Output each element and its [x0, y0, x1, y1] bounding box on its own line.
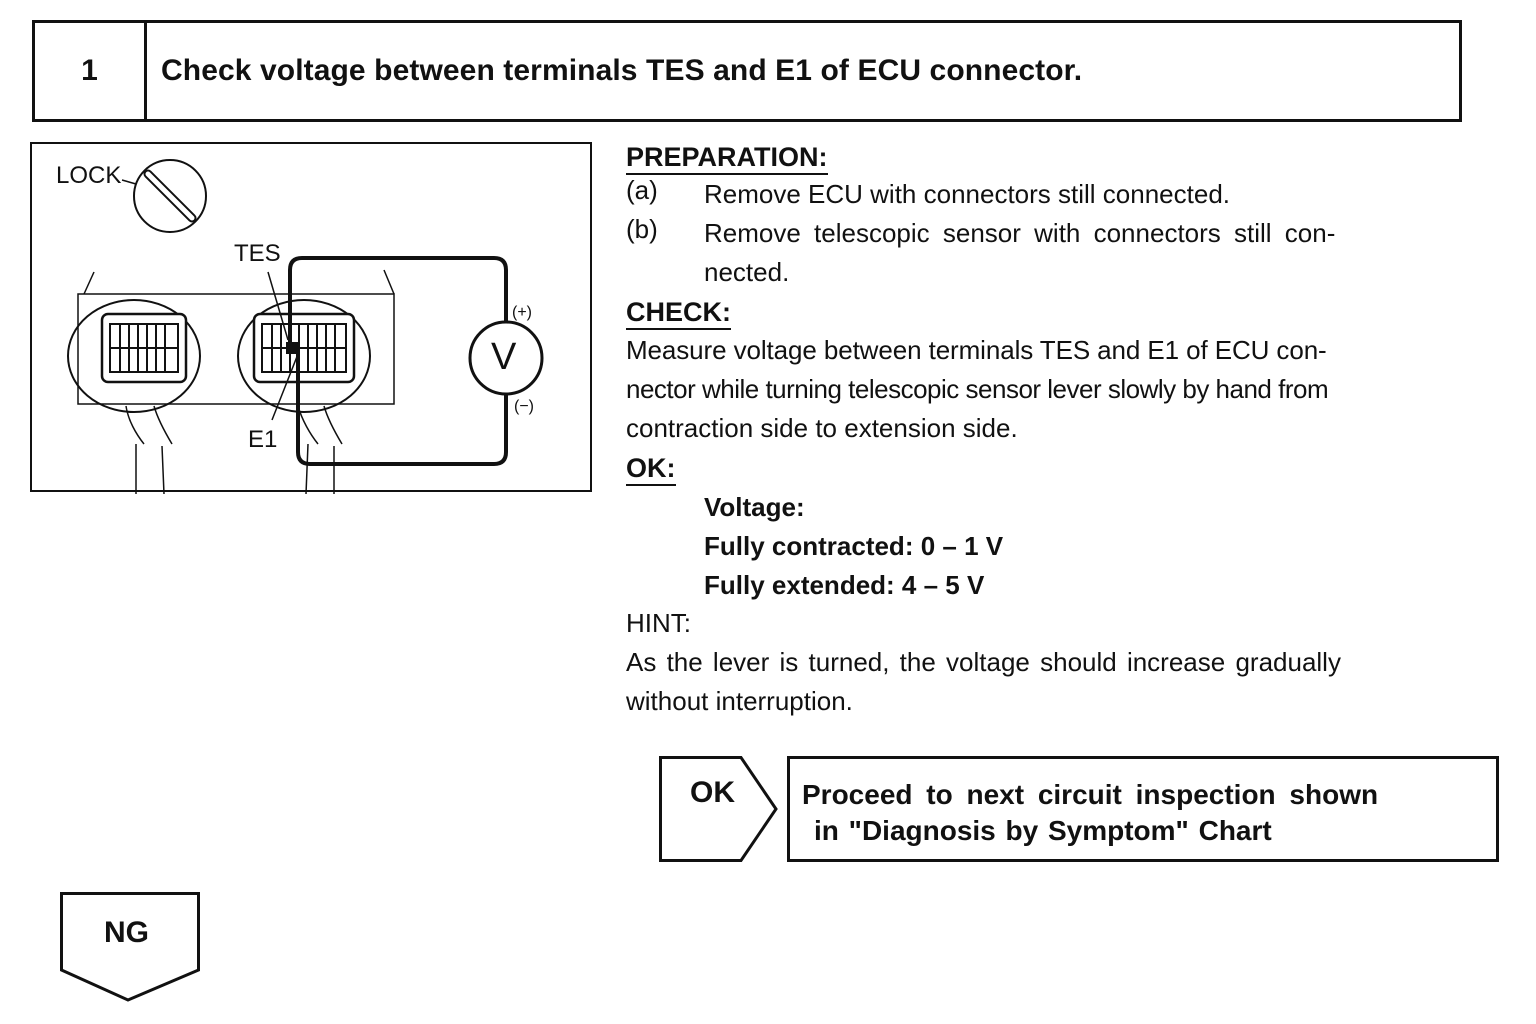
- check-line-2: nector while turning telescopic sensor l…: [626, 374, 1329, 404]
- ok-result-box: Proceed to next circuit inspection shown…: [787, 756, 1499, 862]
- hint-line-1: As the lever is turned, the voltage shou…: [626, 647, 1341, 677]
- voltage-spec-contracted: Fully contracted: 0 – 1 V: [704, 531, 1004, 561]
- hint-line-2: without interruption.: [626, 686, 853, 716]
- left-connector: [67, 299, 201, 494]
- ecu-housing: [77, 269, 395, 405]
- prep-item-a-text: Remove ECU with connectors still connect…: [704, 179, 1231, 209]
- lock-knob-icon: [121, 159, 207, 233]
- e1-label: E1: [248, 426, 278, 453]
- lock-label: LOCK: [56, 162, 122, 189]
- e1-pointer: [271, 353, 299, 421]
- voltage-spec-title: Voltage:: [704, 492, 805, 522]
- right-connector: [237, 299, 371, 494]
- ok-tab-label: OK: [690, 776, 735, 809]
- step-number: 1: [35, 23, 147, 119]
- step-header: 1 Check voltage between terminals TES an…: [32, 20, 1462, 122]
- tes-pointer: [267, 271, 289, 341]
- prep-item-b-text-cont: nected.: [704, 257, 790, 287]
- check-line-3: contraction side to extension side.: [626, 413, 1018, 443]
- probe-leads: [288, 256, 508, 466]
- voltage-spec-extended: Fully extended: 4 – 5 V: [704, 570, 985, 600]
- voltmeter-symbol: V: [491, 336, 517, 378]
- ok-result-line-1: Proceed to next circuit inspection shown: [802, 779, 1379, 810]
- ok-heading: OK:: [626, 453, 676, 486]
- ok-tab-shape: [659, 756, 778, 862]
- hint-label: HINT:: [626, 608, 691, 638]
- ok-result-line-2: in "Diagnosis by Symptom" Chart: [814, 815, 1272, 846]
- step-title: Check voltage between terminals TES and …: [161, 54, 1083, 87]
- check-heading: CHECK:: [626, 297, 731, 330]
- plus-terminal-label: (+): [512, 304, 532, 321]
- tes-label: TES: [234, 240, 281, 267]
- ng-tab-label: NG: [104, 916, 149, 949]
- preparation-heading: PREPARATION:: [626, 142, 828, 175]
- check-line-1: Measure voltage between terminals TES an…: [626, 335, 1327, 365]
- connector-diagram: LOCK TES E1 V (+) (−): [30, 142, 592, 494]
- prep-item-a-mark: (a): [626, 175, 658, 205]
- prep-item-b-text: Remove telescopic sensor with connectors…: [704, 218, 1336, 248]
- diagram-drawing: [67, 159, 544, 494]
- prep-item-b-mark: (b): [626, 214, 658, 244]
- minus-terminal-label: (−): [514, 398, 534, 415]
- voltmeter-icon: [468, 320, 544, 396]
- ng-tab-shape: [60, 892, 200, 1002]
